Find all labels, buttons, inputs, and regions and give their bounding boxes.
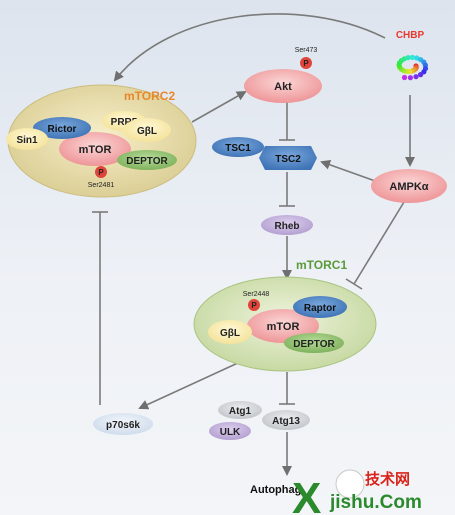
- tsc2-shape: [259, 146, 317, 170]
- chbp-bead: [409, 54, 415, 61]
- chbp-molecule-icon: [396, 54, 429, 81]
- connectors: [92, 13, 415, 476]
- akt-site-label: Ser473: [295, 47, 318, 54]
- chbp-bead: [414, 55, 420, 61]
- ampk-inhibits-mtorc1: [353, 201, 405, 285]
- mtorc1-gbl-label: GβL: [220, 328, 240, 339]
- p70s6k-label: p70s6k: [106, 420, 140, 431]
- mtorc2-prr5-label: PRR5: [111, 117, 138, 128]
- chbp-bead: [407, 75, 413, 81]
- mtorc1-complex: mTORC1 mTOR Raptor GβL DEPTOR P Ser2448: [193, 258, 377, 372]
- mtorc2-label: mTORC2: [124, 89, 175, 103]
- rheb-label: Rheb: [275, 221, 300, 232]
- mtorc2-mtor-label: mTOR: [79, 144, 112, 156]
- chbp-bead: [401, 74, 408, 81]
- akt-label: Akt: [274, 81, 292, 93]
- mtorc2-to-akt-arrow: [191, 91, 247, 123]
- chbp-node: CHBP: [396, 30, 429, 81]
- mtorc2-sin1-label: Sin1: [16, 135, 38, 146]
- akt-node: Akt P Ser473: [244, 47, 322, 103]
- tsc-complex: TSC2 TSC1: [212, 137, 317, 170]
- chbp-bead: [405, 55, 411, 61]
- chbp-label: CHBP: [396, 30, 425, 41]
- mtorc1-phospho-badge: [248, 299, 260, 311]
- tsc2-label: TSC2: [275, 154, 301, 165]
- mtorc2-rictor-label: Rictor: [48, 124, 77, 135]
- ampk-to-tsc2-arrow: [320, 159, 379, 183]
- mtorc1-raptor-label: Raptor: [304, 303, 336, 314]
- mtorc2-complex: mTORC2 mTOR PRR5 Rictor Sin1 GβL DEPTOR …: [6, 84, 197, 198]
- tsc1-label: TSC1: [225, 143, 251, 154]
- watermark-cn-text: 技术网: [365, 470, 410, 488]
- mtorc1-label: mTORC1: [296, 258, 347, 272]
- mtorc2-deptor-label: DEPTOR: [126, 156, 168, 167]
- autophagy-label: Autophag: [250, 484, 301, 496]
- atg1-label: Atg1: [229, 406, 252, 417]
- mtorc1-site-label: Ser2448: [243, 291, 270, 298]
- rheb-node: Rheb: [261, 215, 313, 235]
- p70s6k-node: p70s6k: [93, 413, 153, 435]
- mtorc2-gbl-label: GβL: [137, 126, 157, 137]
- svg-text:P: P: [303, 59, 309, 68]
- mtorc2-phospho-badge: [95, 166, 107, 178]
- mtorc2-site-label: Ser2481: [88, 182, 115, 189]
- ulk-complex: Atg1 Atg13 ULK: [209, 401, 310, 440]
- watermark: 技术网 X jishu.Com: [292, 469, 422, 515]
- ulk-label: ULK: [220, 427, 241, 438]
- watermark-globe-icon: [335, 469, 365, 499]
- chbp-bead: [413, 74, 419, 80]
- akt-phospho-badge: [300, 57, 312, 69]
- mtorc1-mtor-label: mTOR: [267, 321, 300, 333]
- svg-text:P: P: [251, 301, 257, 310]
- watermark-x-letter: X: [292, 474, 321, 515]
- ampk-label: AMPKα: [389, 181, 428, 193]
- ampk-node: AMPKα: [371, 169, 447, 203]
- atg13-label: Atg13: [272, 416, 300, 427]
- svg-text:P: P: [98, 168, 104, 177]
- mtorc1-deptor-label: DEPTOR: [293, 339, 335, 350]
- watermark-url-text: jishu.Com: [329, 492, 422, 513]
- chbp-to-mtorc2-arrow: [113, 13, 386, 82]
- mtorc1-to-p70s6k-arrow: [138, 361, 241, 410]
- chbp-bead: [418, 72, 424, 78]
